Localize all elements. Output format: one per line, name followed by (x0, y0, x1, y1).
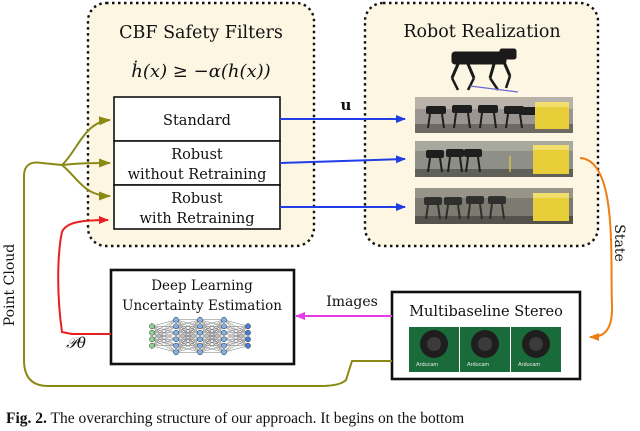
nn-node (197, 316, 203, 323)
filter-robust-without-label-2: without Retraining (128, 167, 267, 183)
point-cloud-arrow-robust-with (61, 164, 111, 201)
arducam-label-1: Arducam (416, 362, 438, 368)
neural-network-icon (149, 316, 251, 356)
state-arrow (579, 157, 614, 341)
caption-text: The overarching structure of our approac… (50, 410, 465, 427)
nn-node (197, 336, 203, 343)
nn-node (173, 342, 179, 349)
nn-node (197, 349, 203, 356)
nn-node (173, 349, 179, 356)
p-theta-label: 𝒫θ (66, 334, 86, 352)
deep-learning-box[interactable] (109, 268, 296, 366)
images-label: Images (326, 294, 378, 310)
stereo-camera-icon: Arducam Arducam Arducam (409, 327, 561, 372)
control-arrow-robust-without (279, 155, 406, 164)
nn-node (173, 316, 179, 323)
diagram-canvas: CBF Safety Filters ḣ(x) ≥ −α(h(x)) Stand… (2, 1, 627, 387)
nn-node (221, 349, 227, 356)
nn-node (245, 336, 251, 343)
point-cloud-arrow-standard (61, 116, 111, 166)
deep-learning-label-1: Deep Learning (151, 278, 253, 294)
caption-prefix: Fig. 2. (6, 410, 47, 427)
arducam-label-3: Arducam (518, 362, 540, 368)
cbf-panel: CBF Safety Filters ḣ(x) ≥ −α(h(x)) Stand… (86, 1, 316, 248)
nn-node (173, 323, 179, 330)
point-cloud-feed (23, 161, 392, 387)
stereo-block: Multibaseline Stereo Arducam Arducam Ard… (390, 290, 582, 381)
nn-node (197, 329, 203, 336)
nn-node (221, 323, 227, 330)
nn-node (149, 323, 155, 330)
filter-robust-with-label-1: Robust (171, 191, 223, 207)
robot-photo-robust-without (415, 141, 573, 177)
cbf-formula: ḣ(x) ≥ −α(h(x)) (131, 59, 270, 82)
cbf-panel-title: CBF Safety Filters (119, 23, 283, 43)
nn-node (245, 329, 251, 336)
deep-learning-label-2: Uncertainty Estimation (122, 298, 282, 314)
nn-node (149, 342, 155, 349)
nn-node (221, 329, 227, 336)
nn-node (221, 342, 227, 349)
filter-standard-box[interactable] (113, 96, 281, 142)
robot-icon (450, 48, 519, 93)
filter-robust-with-retraining-box[interactable] (113, 184, 281, 230)
nn-node (173, 329, 179, 336)
nn-node (221, 316, 227, 323)
nn-node (173, 336, 179, 343)
filter-standard-label: Standard (163, 113, 231, 129)
nn-node (149, 336, 155, 343)
point-cloud-label: Point Cloud (2, 244, 18, 326)
nn-node (245, 323, 251, 330)
p-theta-arrow (57, 216, 111, 335)
figure-caption: Fig. 2. The overarching structure of our… (6, 410, 638, 431)
robot-panel: Robot Realization (363, 1, 600, 248)
robot-photo-standard (415, 97, 573, 133)
deep-learning-block: Deep Learning Uncertainty Estimation (109, 268, 296, 366)
nn-node (197, 342, 203, 349)
robot-panel-title: Robot Realization (403, 22, 560, 42)
state-label: State (611, 224, 627, 261)
arducam-label-2: Arducam (467, 362, 489, 368)
point-cloud-arrow-robust-without (61, 158, 111, 168)
nn-node (149, 329, 155, 336)
filter-robust-with-label-2: with Retraining (140, 211, 255, 227)
nn-node (221, 336, 227, 343)
nn-node (245, 342, 251, 349)
robot-photo-robust-with (415, 188, 573, 224)
stereo-title: Multibaseline Stereo (409, 304, 563, 320)
filter-robust-without-label-1: Robust (171, 147, 223, 163)
point-cloud-arrows (23, 116, 392, 387)
nn-node (197, 323, 203, 330)
control-label: u (341, 96, 352, 114)
control-arrows (279, 115, 406, 211)
